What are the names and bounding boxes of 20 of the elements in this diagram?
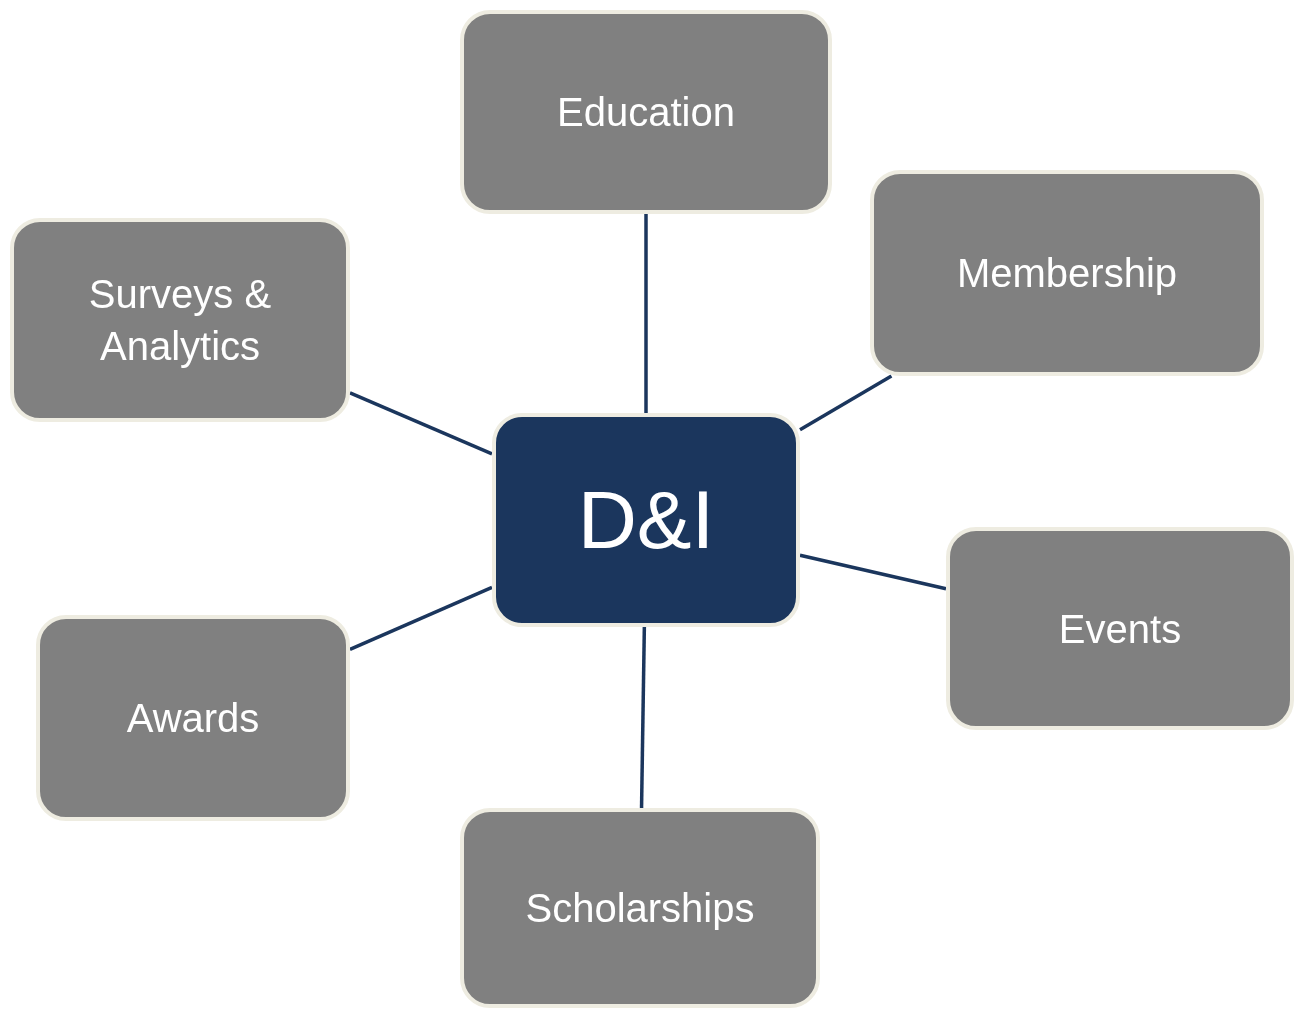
- node-label: Events: [1057, 605, 1183, 653]
- connector-line: [799, 374, 893, 432]
- hub-box: [492, 413, 800, 627]
- connector-line: [349, 391, 493, 456]
- topic-box: [460, 808, 820, 1008]
- connector-line: [799, 553, 947, 591]
- node-label: Education: [556, 89, 736, 136]
- topic-box: [36, 615, 350, 821]
- topic-box: [10, 218, 350, 422]
- connector-line: [639, 626, 647, 809]
- node-label: D&I: [576, 472, 716, 567]
- node-label: Awards: [125, 695, 261, 742]
- node-label: Surveys & Analytics: [87, 271, 273, 370]
- topic-box: [460, 10, 832, 214]
- connector-line: [644, 214, 648, 413]
- node-label: Membership: [955, 250, 1179, 297]
- connector-line: [349, 585, 493, 651]
- topic-box: [870, 170, 1264, 376]
- node-label: Scholarships: [524, 885, 756, 932]
- topic-box: [946, 527, 1294, 730]
